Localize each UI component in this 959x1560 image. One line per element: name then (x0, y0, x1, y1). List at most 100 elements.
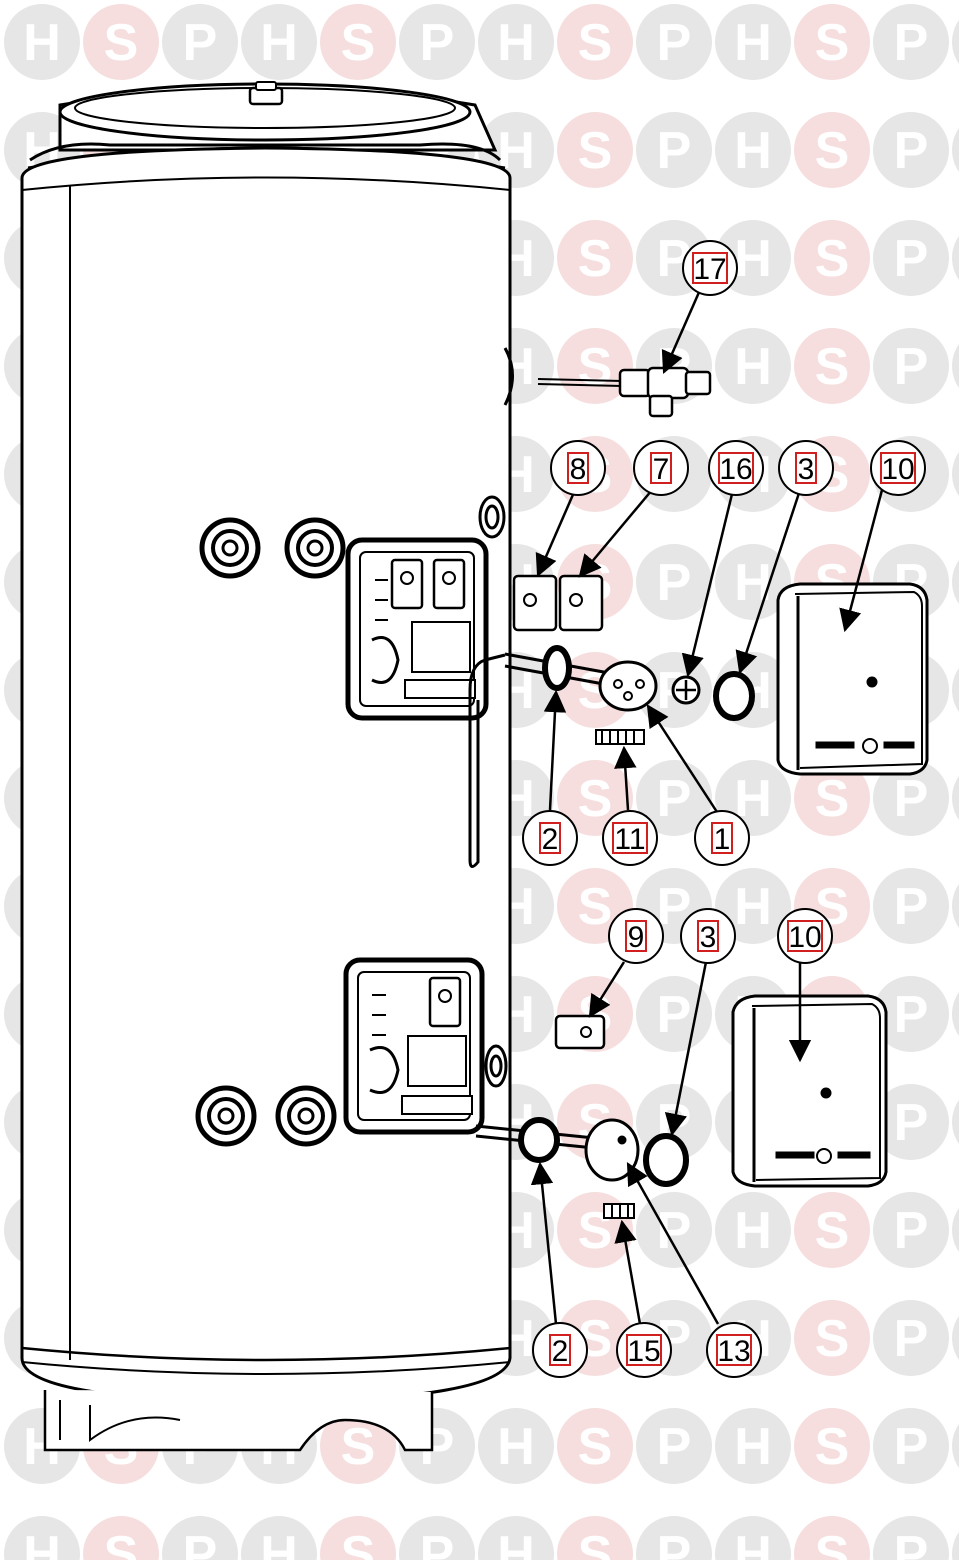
watermark-letter: S (815, 1418, 850, 1476)
watermark-disc (4, 1516, 80, 1560)
watermark-letter: H (734, 878, 772, 936)
watermark-disc (636, 1516, 712, 1560)
watermark-letter: S (578, 14, 613, 72)
watermark-disc (557, 220, 633, 296)
callout-label: 8 (570, 453, 587, 486)
watermark-disc (873, 4, 949, 80)
callout-7: 7 (633, 440, 689, 496)
watermark-disc (794, 1516, 870, 1560)
watermark-disc (715, 1192, 791, 1268)
watermark-disc (952, 236, 959, 280)
watermark-letter: P (183, 14, 218, 72)
callout-label: 2 (552, 1335, 569, 1368)
watermark-letter: P (894, 770, 929, 828)
watermark-disc (794, 1192, 870, 1268)
watermark-disc (715, 1516, 791, 1560)
watermark-disc (557, 1408, 633, 1484)
watermark-letter: P (657, 554, 692, 612)
watermark-letter: H (497, 14, 535, 72)
watermark-disc (399, 1516, 475, 1560)
watermark-disc (557, 1516, 633, 1560)
leader-lines (530, 289, 884, 1325)
watermark-disc (952, 1208, 959, 1252)
watermark-letter: P (420, 1526, 455, 1560)
watermark-letter: H (734, 1418, 772, 1476)
watermark-letter: H (23, 1526, 61, 1560)
watermark-letter: P (894, 1310, 929, 1368)
watermark-letter: H (497, 1526, 535, 1560)
upper-element-housing (345, 537, 489, 721)
watermark-disc (952, 20, 959, 64)
watermark-letter: P (894, 338, 929, 396)
callout-label: 13 (717, 1335, 750, 1368)
watermark-disc (873, 1300, 949, 1376)
watermark-disc (952, 1316, 959, 1360)
lower-element-housing (343, 957, 485, 1135)
watermark-disc (715, 868, 791, 944)
watermark-disc (162, 1516, 238, 1560)
watermark-letter: P (894, 878, 929, 936)
watermark-disc (557, 4, 633, 80)
watermark-disc (952, 668, 959, 712)
watermark-letter: H (497, 1418, 535, 1476)
callout-label: 17 (693, 253, 726, 286)
watermark-disc (794, 4, 870, 80)
watermark-disc (873, 1408, 949, 1484)
watermark-disc (794, 328, 870, 404)
watermark-disc (715, 328, 791, 404)
watermark-disc (952, 1532, 959, 1560)
watermark-letter: S (578, 1418, 613, 1476)
watermark-disc (636, 1408, 712, 1484)
watermark-letter: S (815, 1526, 850, 1560)
callout-label: 9 (628, 921, 645, 954)
watermark-disc (636, 112, 712, 188)
watermark-disc (83, 1516, 159, 1560)
watermark-letter: S (104, 14, 139, 72)
watermark-letter: S (341, 1526, 376, 1560)
coil-connections (195, 517, 346, 1147)
watermark-disc (873, 1192, 949, 1268)
watermark-letter: S (815, 1202, 850, 1260)
watermark-disc (794, 1300, 870, 1376)
watermark-letter: P (657, 1202, 692, 1260)
watermark-disc (320, 1408, 396, 1484)
watermark-letter: S (815, 14, 850, 72)
lower-element-parts (475, 1014, 689, 1219)
callout-17: 17 (682, 240, 738, 296)
watermark-letter: P (183, 1526, 218, 1560)
watermark-letter: H (734, 1202, 772, 1260)
watermark-disc (478, 1516, 554, 1560)
watermark-disc (873, 328, 949, 404)
watermark-letter: P (894, 1202, 929, 1260)
watermark-letter: S (815, 1310, 850, 1368)
watermark-letter: P (657, 986, 692, 1044)
watermark-disc (952, 884, 959, 928)
callout-label: 10 (881, 453, 914, 486)
callout-11: 11 (602, 810, 658, 866)
watermark-disc (715, 112, 791, 188)
callout-label: 7 (653, 453, 670, 486)
watermark-disc (557, 112, 633, 188)
callout-16: 16 (708, 440, 764, 496)
watermark-disc (636, 760, 712, 836)
watermark-disc (873, 868, 949, 944)
upper-cover (776, 582, 929, 776)
watermark-letter: H (734, 122, 772, 180)
watermark-letter: P (894, 122, 929, 180)
callout-9: 9 (608, 908, 664, 964)
watermark-disc (478, 1408, 554, 1484)
callout-label: 15 (627, 1335, 660, 1368)
watermark-disc (873, 220, 949, 296)
callout-8: 8 (550, 440, 606, 496)
watermark-disc (715, 1408, 791, 1484)
watermark-letter: S (815, 122, 850, 180)
watermark-disc (715, 4, 791, 80)
callout-3: 3 (680, 908, 736, 964)
callout-label: 3 (798, 453, 815, 486)
callout-label: 16 (719, 453, 752, 486)
watermark-disc (320, 1516, 396, 1560)
watermark-letter: P (894, 986, 929, 1044)
upper-thermostat-parts (512, 574, 604, 632)
callout-13: 13 (706, 1322, 762, 1378)
